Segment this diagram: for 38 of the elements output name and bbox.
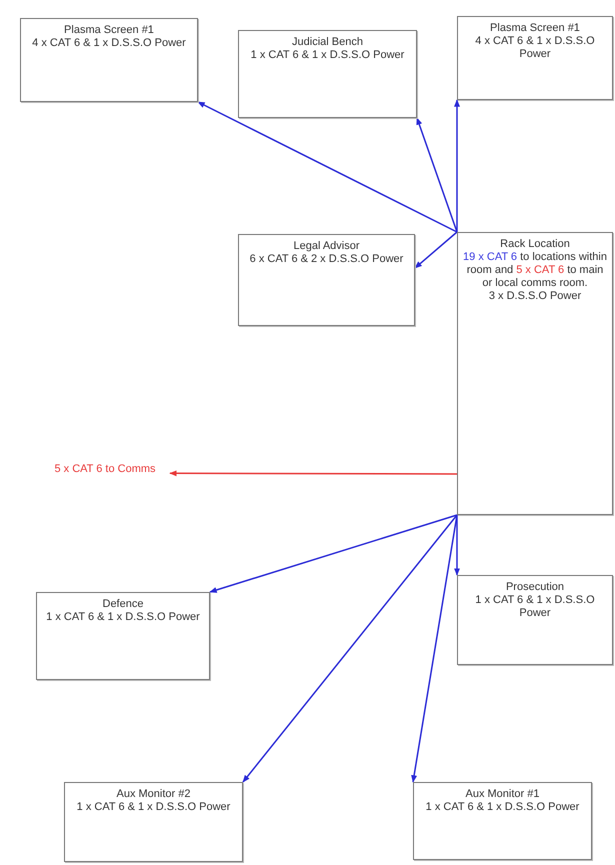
node-title: Aux Monitor #1 <box>464 788 540 801</box>
node-title: Plasma Screen #1 <box>489 22 581 35</box>
connector-arrow <box>454 99 460 232</box>
node-text: 1 x CAT 6 & 1 x D.S.S.O Power <box>76 801 232 814</box>
annotation-text: 5 x CAT 6 to Comms <box>53 463 157 476</box>
connector-arrow <box>416 117 458 232</box>
location-box <box>238 30 417 118</box>
node-text: 4 x CAT 6 & 1 x D.S.S.O Power <box>31 37 187 50</box>
location-box <box>36 592 210 680</box>
location-box <box>64 782 243 862</box>
node-text: 1 x CAT 6 & 1 x D.S.S.O Power <box>424 801 580 814</box>
location-box <box>20 18 198 102</box>
node-title: Prosecution <box>504 581 566 594</box>
node-title: Judicial Bench <box>291 36 364 49</box>
node-text: 1 x CAT 6 & 1 x D.S.S.O Power <box>250 49 406 62</box>
node-text: 4 x CAT 6 & 1 x D.S.S.O Power <box>474 35 596 61</box>
node-title: Aux Monitor #2 <box>116 788 192 801</box>
node-text: 6 x CAT 6 & 2 x D.S.S.O Power <box>248 253 404 266</box>
node-text: 3 x D.S.S.O Power <box>488 290 582 303</box>
connector-arrow <box>411 514 458 783</box>
node-title: Plasma Screen #1 <box>63 24 155 37</box>
node-title: Defence <box>102 598 144 611</box>
connector-arrow <box>197 101 458 233</box>
node-title: Rack Location <box>499 238 571 251</box>
location-box <box>457 16 613 100</box>
location-box <box>413 782 592 860</box>
connector-arrow <box>242 514 458 783</box>
location-box <box>457 575 613 665</box>
location-box <box>457 232 613 515</box>
node-text: 1 x CAT 6 & 1 x D.S.S.O Power <box>45 611 201 624</box>
node-title: Legal Advisor <box>292 240 361 253</box>
connector-arrow <box>414 231 458 269</box>
connector-arrow <box>209 514 458 593</box>
node-text: 1 x CAT 6 & 1 x D.S.S.O Power <box>474 594 596 620</box>
connector-arrow <box>454 515 460 576</box>
connector-arrow <box>169 470 457 476</box>
location-box <box>238 234 415 326</box>
node-text: 19 x CAT 6 to locations within room and 5 x CAT 6 to main or local comms room. <box>462 251 608 290</box>
